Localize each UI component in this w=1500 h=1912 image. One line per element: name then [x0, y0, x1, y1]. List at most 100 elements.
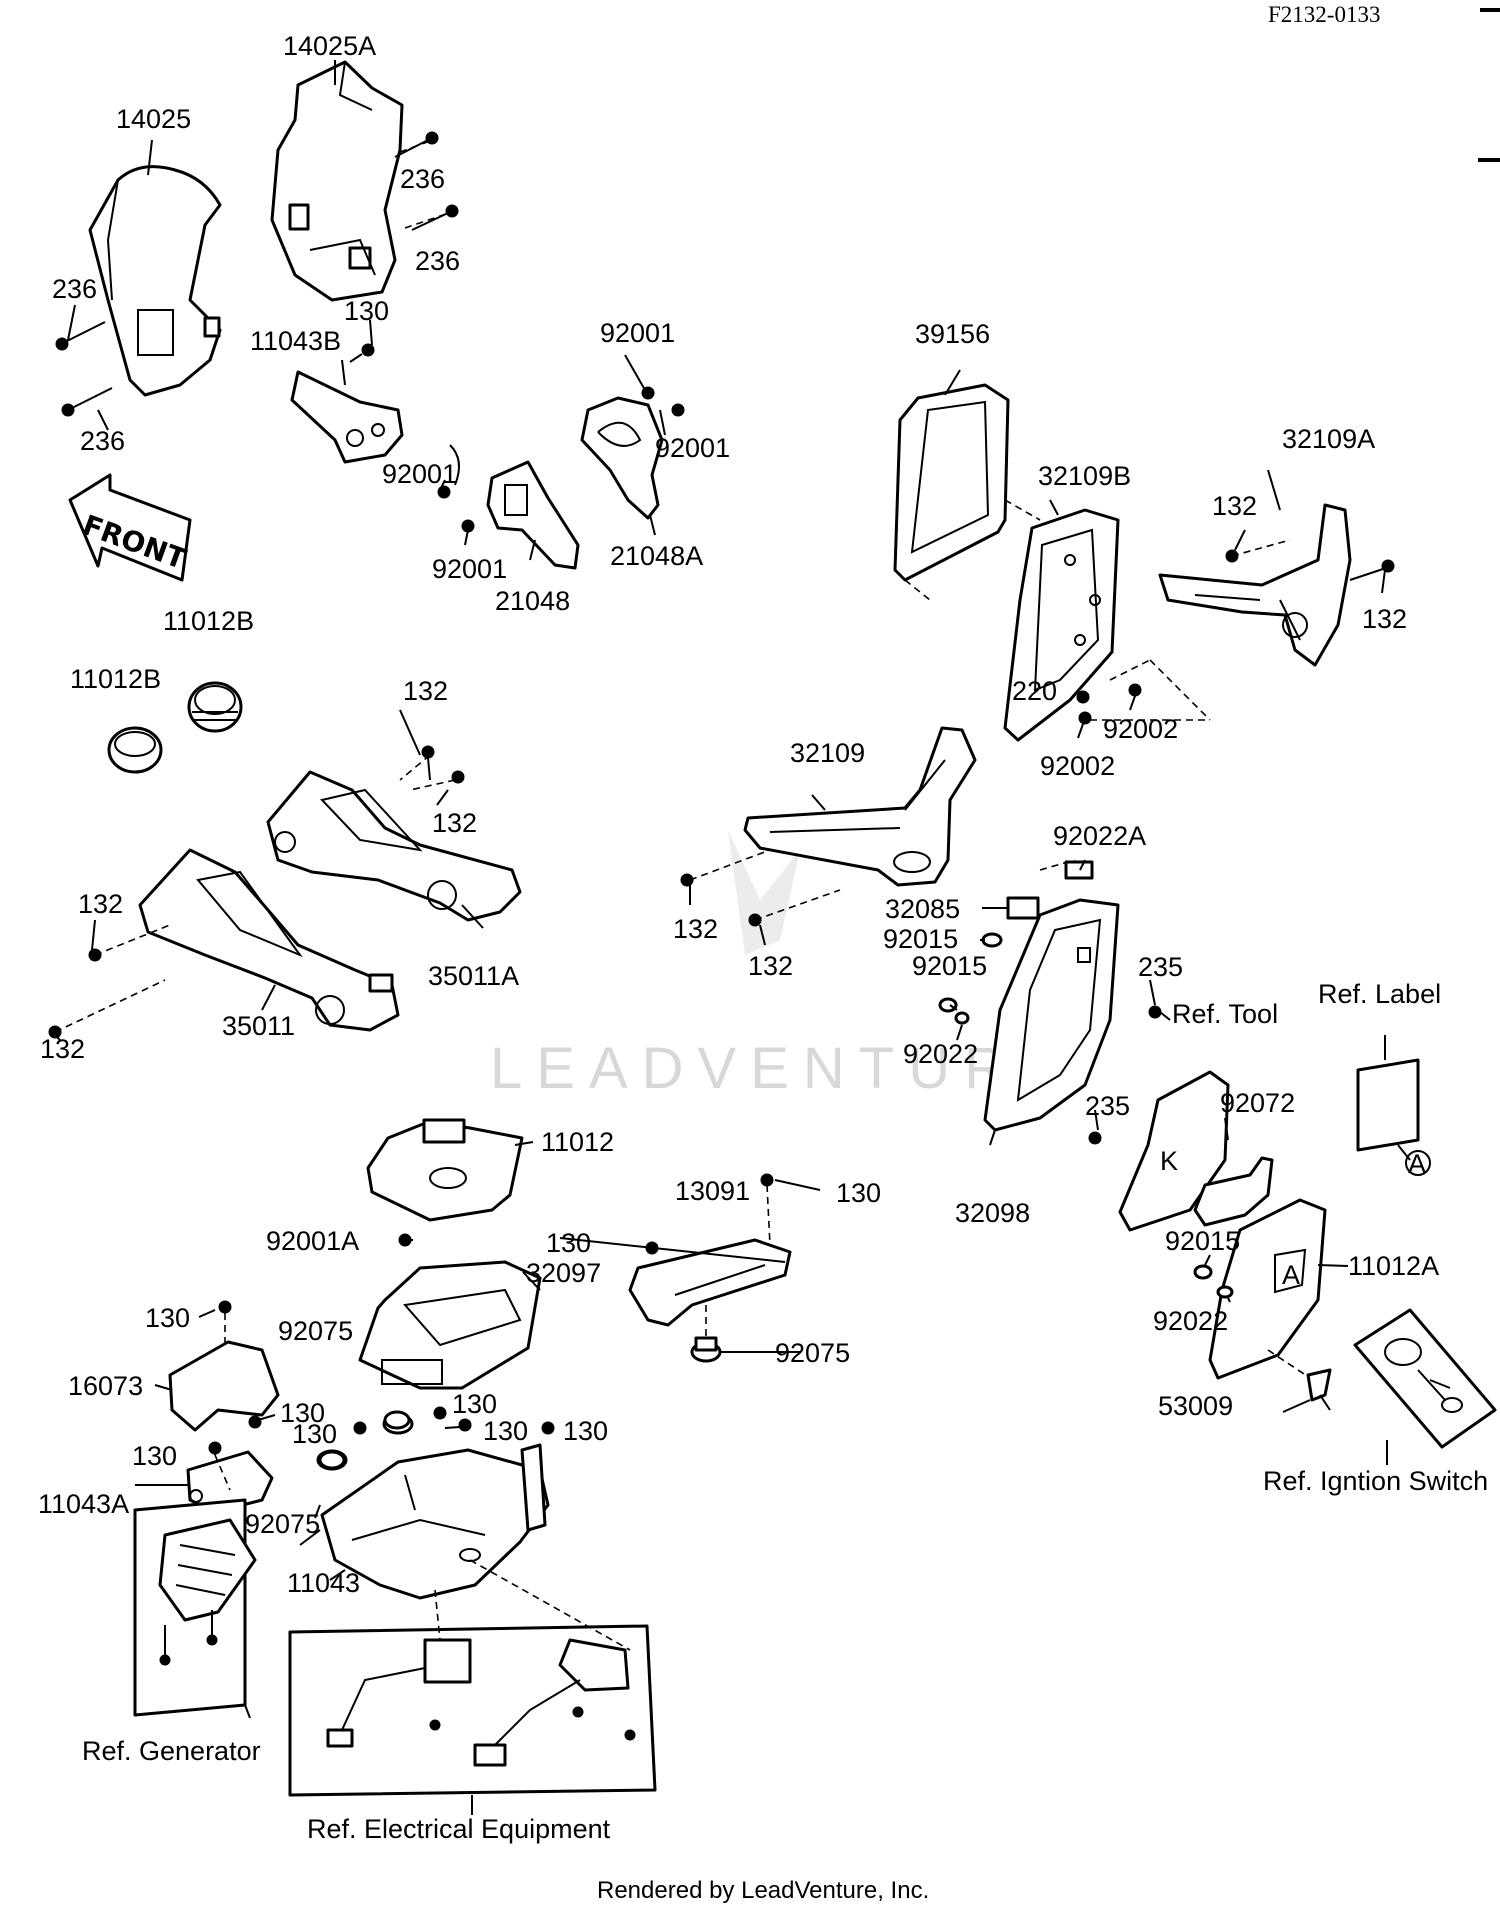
label-132-h: 132 [748, 951, 793, 981]
part-14025A-bracket[interactable] [270, 60, 404, 302]
bolt-130-i[interactable] [541, 1421, 555, 1435]
label-53009: 53009 [1158, 1391, 1233, 1421]
label-130-a: 130 [344, 296, 389, 326]
label-132-f: 132 [78, 889, 123, 919]
part-11012-battery-cover[interactable] [366, 1118, 524, 1222]
bolt-130-a[interactable] [349, 343, 375, 363]
label-14025A: 14025A [283, 31, 376, 61]
margin-mark-mid [1478, 158, 1500, 162]
label-35011A: 35011A [428, 961, 519, 991]
label-92001-c: 92001 [382, 459, 457, 489]
part-13091-stay[interactable] [628, 1238, 792, 1327]
margin-mark-top [1480, 8, 1500, 12]
label-92072: 92072 [1220, 1088, 1295, 1118]
part-32109-grab-rail[interactable] [743, 726, 977, 887]
label-92015-b: 92015 [912, 951, 987, 981]
part-32085-clip[interactable] [1006, 896, 1040, 920]
bolt-130-f[interactable] [353, 1421, 367, 1435]
bolt-132-b-right[interactable] [1349, 559, 1395, 581]
part-16073-cover[interactable] [168, 1340, 280, 1432]
part-35011-step-arm[interactable] [138, 848, 400, 1032]
label-92001A: 92001A [266, 1226, 359, 1256]
front-direction-arrow-icon: FRONT [68, 473, 192, 582]
bolt-132-c[interactable] [421, 745, 435, 781]
label-92001-b: 92001 [655, 433, 730, 463]
bolt-235-a[interactable] [1148, 1005, 1162, 1019]
bolt-130-d[interactable] [218, 1300, 232, 1314]
footer-rendered-by: Rendered by LeadVenture, Inc. [597, 1877, 929, 1904]
label-130-i: 130 [563, 1416, 608, 1446]
label-92075-b: 92075 [775, 1338, 850, 1368]
part-11012B-cap-a[interactable] [107, 726, 163, 774]
label-92075-a: 92075 [278, 1316, 353, 1346]
part-92015-b-nut[interactable] [938, 997, 958, 1013]
bolt-236-d[interactable] [61, 387, 113, 417]
part-92075-a-damper[interactable] [383, 1410, 411, 1430]
bolt-92002-b[interactable] [1077, 711, 1092, 739]
part-53009-lock[interactable] [1306, 1368, 1332, 1402]
bolt-235-b[interactable] [1088, 1131, 1102, 1145]
label-130-h: 130 [483, 1416, 528, 1446]
label-130-b: 130 [836, 1178, 881, 1208]
part-21048A-bracket[interactable] [580, 396, 664, 520]
label-32109A: 32109A [1282, 424, 1375, 454]
watermark-text: LEADVENTURE [490, 1036, 1073, 1101]
bolt-236-c[interactable] [55, 321, 106, 351]
part-92022A-clip[interactable] [1064, 860, 1094, 880]
label-32109: 32109 [790, 738, 865, 768]
label-92022-a: 92022 [903, 1039, 978, 1069]
label-130-c: 130 [546, 1228, 591, 1258]
label-130-f: 130 [452, 1389, 497, 1419]
label-92001-a: 92001 [600, 318, 675, 348]
watermark-flame-icon [728, 830, 800, 955]
label-92022-b: 92022 [1153, 1306, 1228, 1336]
part-39156-frame[interactable] [893, 383, 1010, 582]
part-32109A-grab-rail[interactable] [1158, 503, 1352, 667]
part-35011A-step-arm[interactable] [266, 770, 522, 922]
label-236-c: 236 [52, 274, 97, 304]
ref-a-marker-2: A [1282, 1260, 1300, 1290]
label-21048A: 21048A [610, 541, 703, 571]
label-92002-b: 92002 [1040, 751, 1115, 781]
part-32109B-bracket[interactable] [1003, 508, 1120, 742]
part-11012A-side-cover[interactable]: A [1208, 1198, 1327, 1380]
label-130-d: 130 [145, 1303, 190, 1333]
bolt-132-d[interactable] [451, 770, 465, 784]
part-11043B-bracket[interactable] [290, 370, 404, 464]
label-11012B-a: 11012B [163, 606, 254, 636]
part-92015-a-nut[interactable] [981, 932, 1003, 948]
bolt-220[interactable] [1076, 690, 1090, 704]
part-11043A-bracket[interactable] [186, 1450, 274, 1514]
label-11043B: 11043B [250, 326, 341, 356]
part-21048-bracket[interactable] [486, 460, 580, 570]
label-16073: 16073 [68, 1371, 143, 1401]
part-92072-strap[interactable] [1193, 1156, 1274, 1227]
bolt-92001-d[interactable] [671, 403, 685, 417]
part-92015-c-nut[interactable] [1193, 1264, 1213, 1280]
bolt-130-e[interactable] [248, 1415, 262, 1429]
bolt-236-b[interactable] [411, 204, 459, 231]
bolt-130-j[interactable] [208, 1441, 222, 1455]
part-92022-a-clip[interactable] [954, 1011, 970, 1025]
ref-label-sticker: A [1356, 1035, 1431, 1179]
part-32097-battery-case[interactable] [358, 1260, 542, 1390]
part-92075-c-damper[interactable] [318, 1450, 346, 1470]
part-14025-cover[interactable] [88, 165, 222, 397]
leader-lines [54, 60, 1386, 1815]
bolt-92002-a[interactable] [1128, 683, 1142, 711]
part-92022-b-clip[interactable] [1216, 1285, 1234, 1299]
bolt-130-g[interactable] [433, 1406, 447, 1420]
bolt-130-b[interactable] [760, 1173, 774, 1187]
ref-ignition-switch-box [1353, 1308, 1497, 1465]
label-92002-a: 92002 [1103, 714, 1178, 744]
part-92075-b-damper[interactable] [690, 1336, 722, 1363]
part-92072-tool-bag[interactable]: K [1118, 1070, 1230, 1232]
part-32098-tool-case[interactable] [983, 898, 1120, 1132]
label-13091: 13091 [675, 1176, 750, 1206]
label-236-a: 236 [400, 164, 445, 194]
bolt-130-h[interactable] [458, 1418, 472, 1432]
part-11012B-grommet-b[interactable] [187, 681, 243, 733]
bolt-132-e[interactable] [680, 873, 694, 887]
label-32085: 32085 [885, 894, 960, 924]
